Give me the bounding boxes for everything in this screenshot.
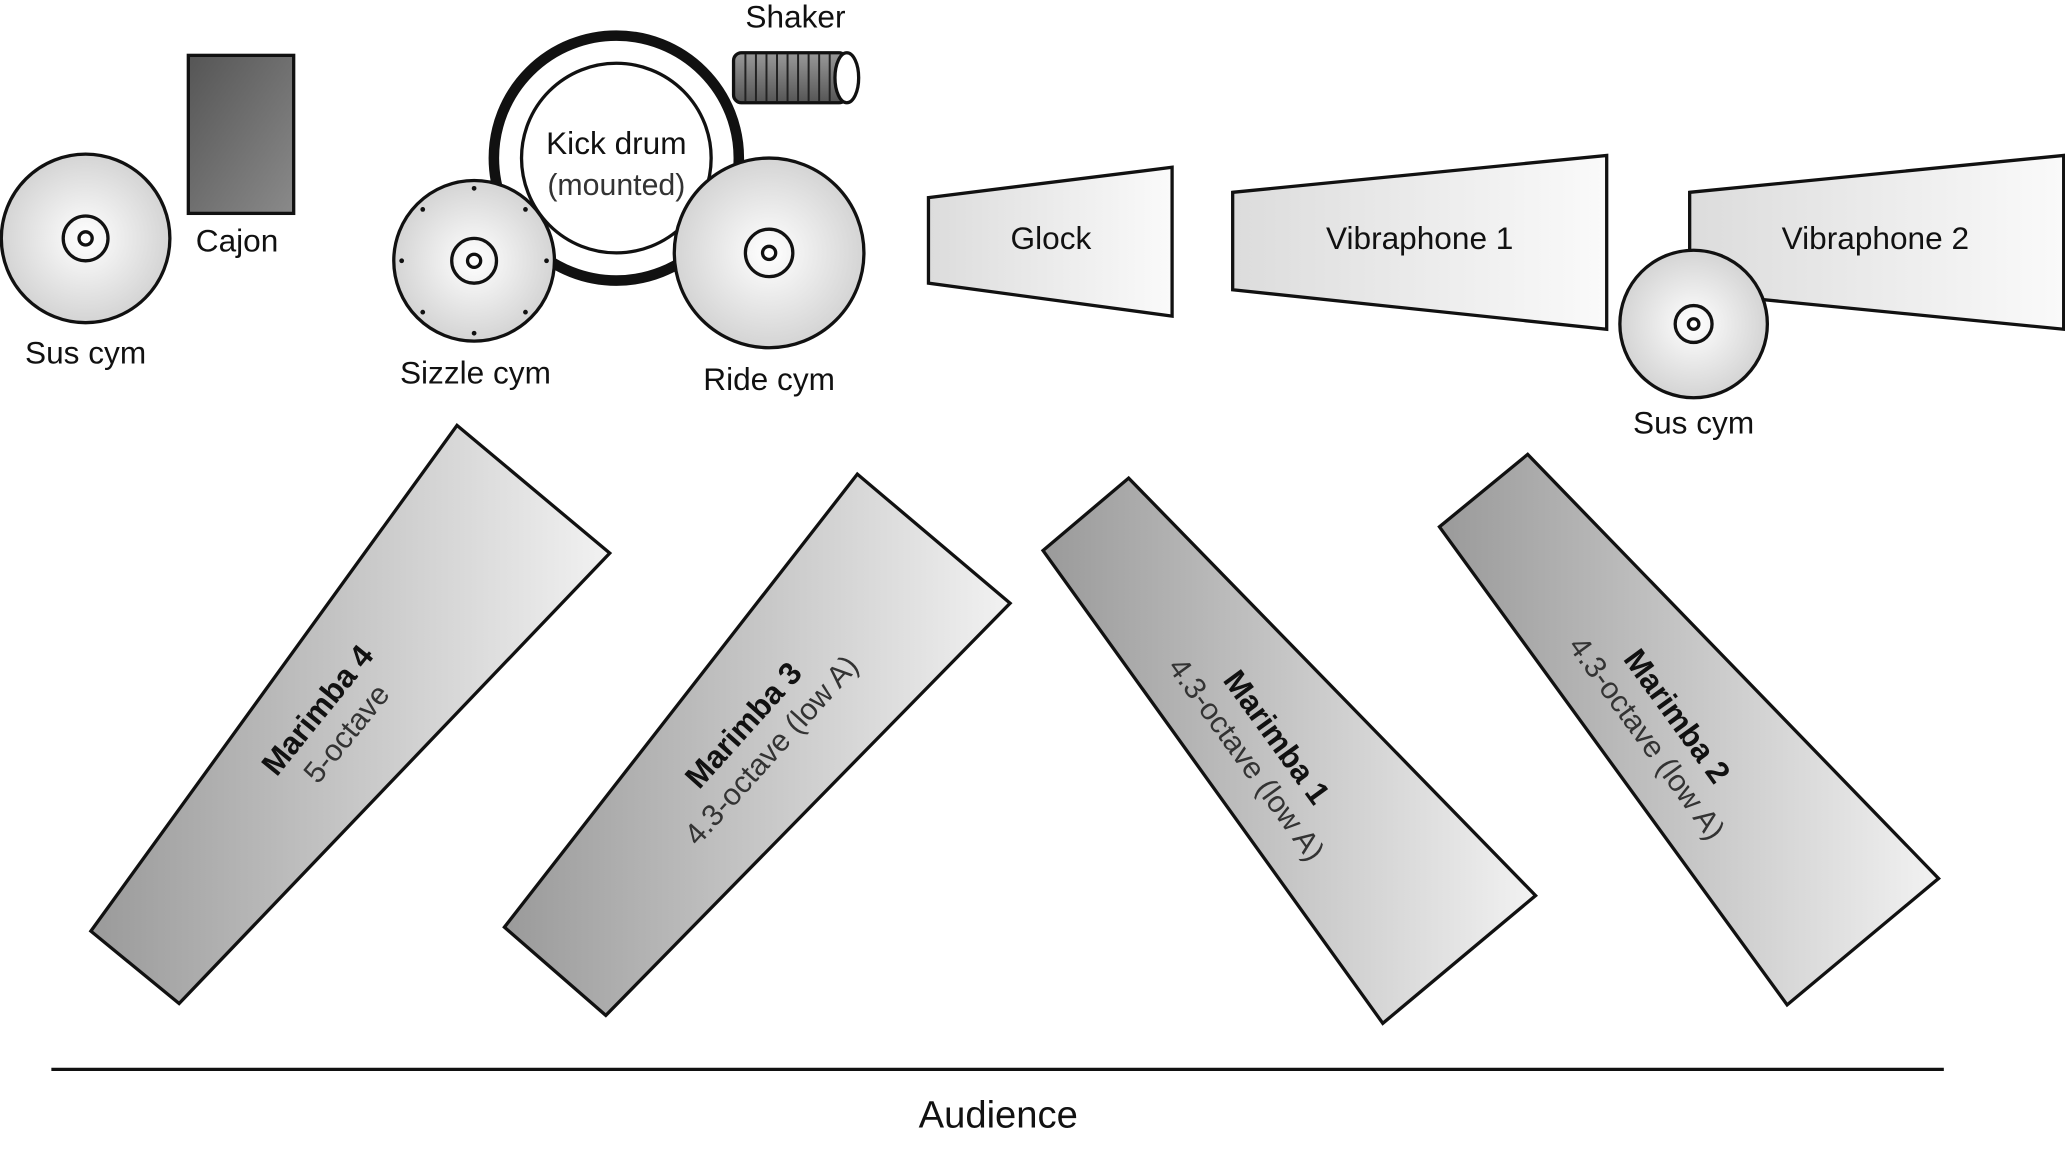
audience-label: Audience [919, 1093, 1078, 1136]
glock-label: Glock [1011, 220, 1092, 256]
ride-cym-label: Ride cym [703, 361, 835, 397]
sizzle-cym-label: Sizzle cym [400, 354, 551, 390]
shaker-label: Shaker [745, 0, 845, 35]
marimba-2: Marimba 2 4.3-octave (low A) [1437, 452, 1941, 1008]
shaker: Shaker [731, 0, 861, 105]
marimba-3: Marimba 3 4.3-octave (low A) [502, 471, 1013, 1018]
kick-drum-sublabel: (mounted) [547, 169, 685, 202]
cajon-label: Cajon [196, 223, 279, 259]
sus-cym-right-label: Sus cym [1633, 404, 1754, 440]
kick-drum-label: Kick drum [546, 125, 686, 161]
sizzle-cymbal: Sizzle cym [392, 178, 557, 390]
kick-drum: Kick drum (mounted) [488, 30, 745, 286]
sus-cymbal-right: Sus cym [1618, 248, 1770, 440]
sus-cym-left-label: Sus cym [25, 335, 146, 371]
vibraphone-2: Vibraphone 2 [1688, 153, 2065, 332]
vibraphone-1: Vibraphone 1 [1231, 153, 1609, 332]
sus-cymbal-left: Sus cym [0, 152, 172, 371]
ride-cymbal: Ride cym [672, 156, 866, 397]
glockenspiel: Glock [926, 165, 1174, 318]
marimba-1: Marimba 1 4.3-octave (low A) [1040, 475, 1538, 1026]
vibraphone-1-label: Vibraphone 1 [1326, 220, 1513, 256]
cajon: Cajon [186, 53, 296, 259]
vibraphone-2-label: Vibraphone 2 [1782, 220, 1969, 256]
